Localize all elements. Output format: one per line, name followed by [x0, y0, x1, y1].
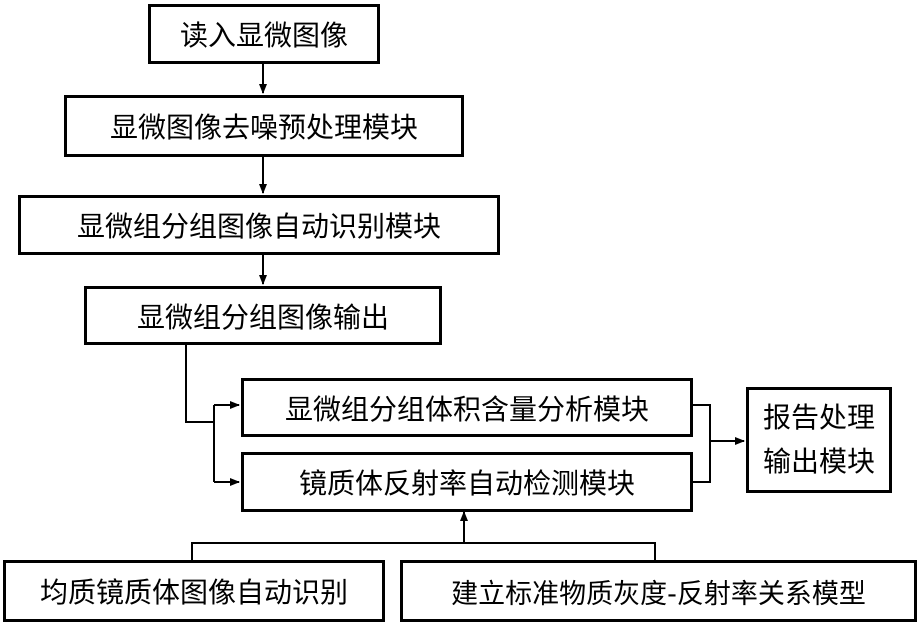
image-output-label: 显微组分组图像输出 [136, 300, 389, 334]
report-output-label-line1: 报告处理 [762, 401, 875, 434]
read-image-label: 读入显微图像 [179, 19, 348, 52]
line-bottom-bracket [191, 542, 656, 560]
auto-identify-module-box: 显微组分组图像自动识别模块 [18, 195, 500, 255]
denoise-module-box: 显微图像去噪预处理模块 [64, 95, 464, 157]
line-output-down [185, 345, 214, 423]
homogeneous-identify-box: 均质镜质体图像自动识别 [3, 560, 385, 622]
gray-reflectance-model-box: 建立标准物质灰度-反射率关系模型 [400, 560, 917, 622]
volume-analysis-module-label: 显微组分组体积含量分析模块 [284, 392, 649, 426]
report-output-module-box: 报告处理 输出模块 [746, 387, 892, 493]
gray-reflectance-model-label: 建立标准物质灰度-反射率关系模型 [451, 578, 866, 610]
denoise-module-label: 显微图像去噪预处理模块 [109, 111, 418, 144]
report-output-label-line2: 输出模块 [762, 445, 875, 478]
reflectance-detect-module-label: 镜质体反射率自动检测模块 [298, 467, 635, 500]
line-volume-to-merge [693, 404, 711, 483]
volume-analysis-module-box: 显微组分组体积含量分析模块 [241, 378, 693, 437]
image-output-box: 显微组分组图像输出 [84, 286, 442, 345]
reflectance-detect-module-box: 镜质体反射率自动检测模块 [241, 452, 693, 512]
read-image-box: 读入显微图像 [148, 4, 380, 64]
homogeneous-identify-label: 均质镜质体图像自动识别 [39, 576, 348, 609]
auto-identify-module-label: 显微组分组图像自动识别模块 [76, 210, 441, 243]
